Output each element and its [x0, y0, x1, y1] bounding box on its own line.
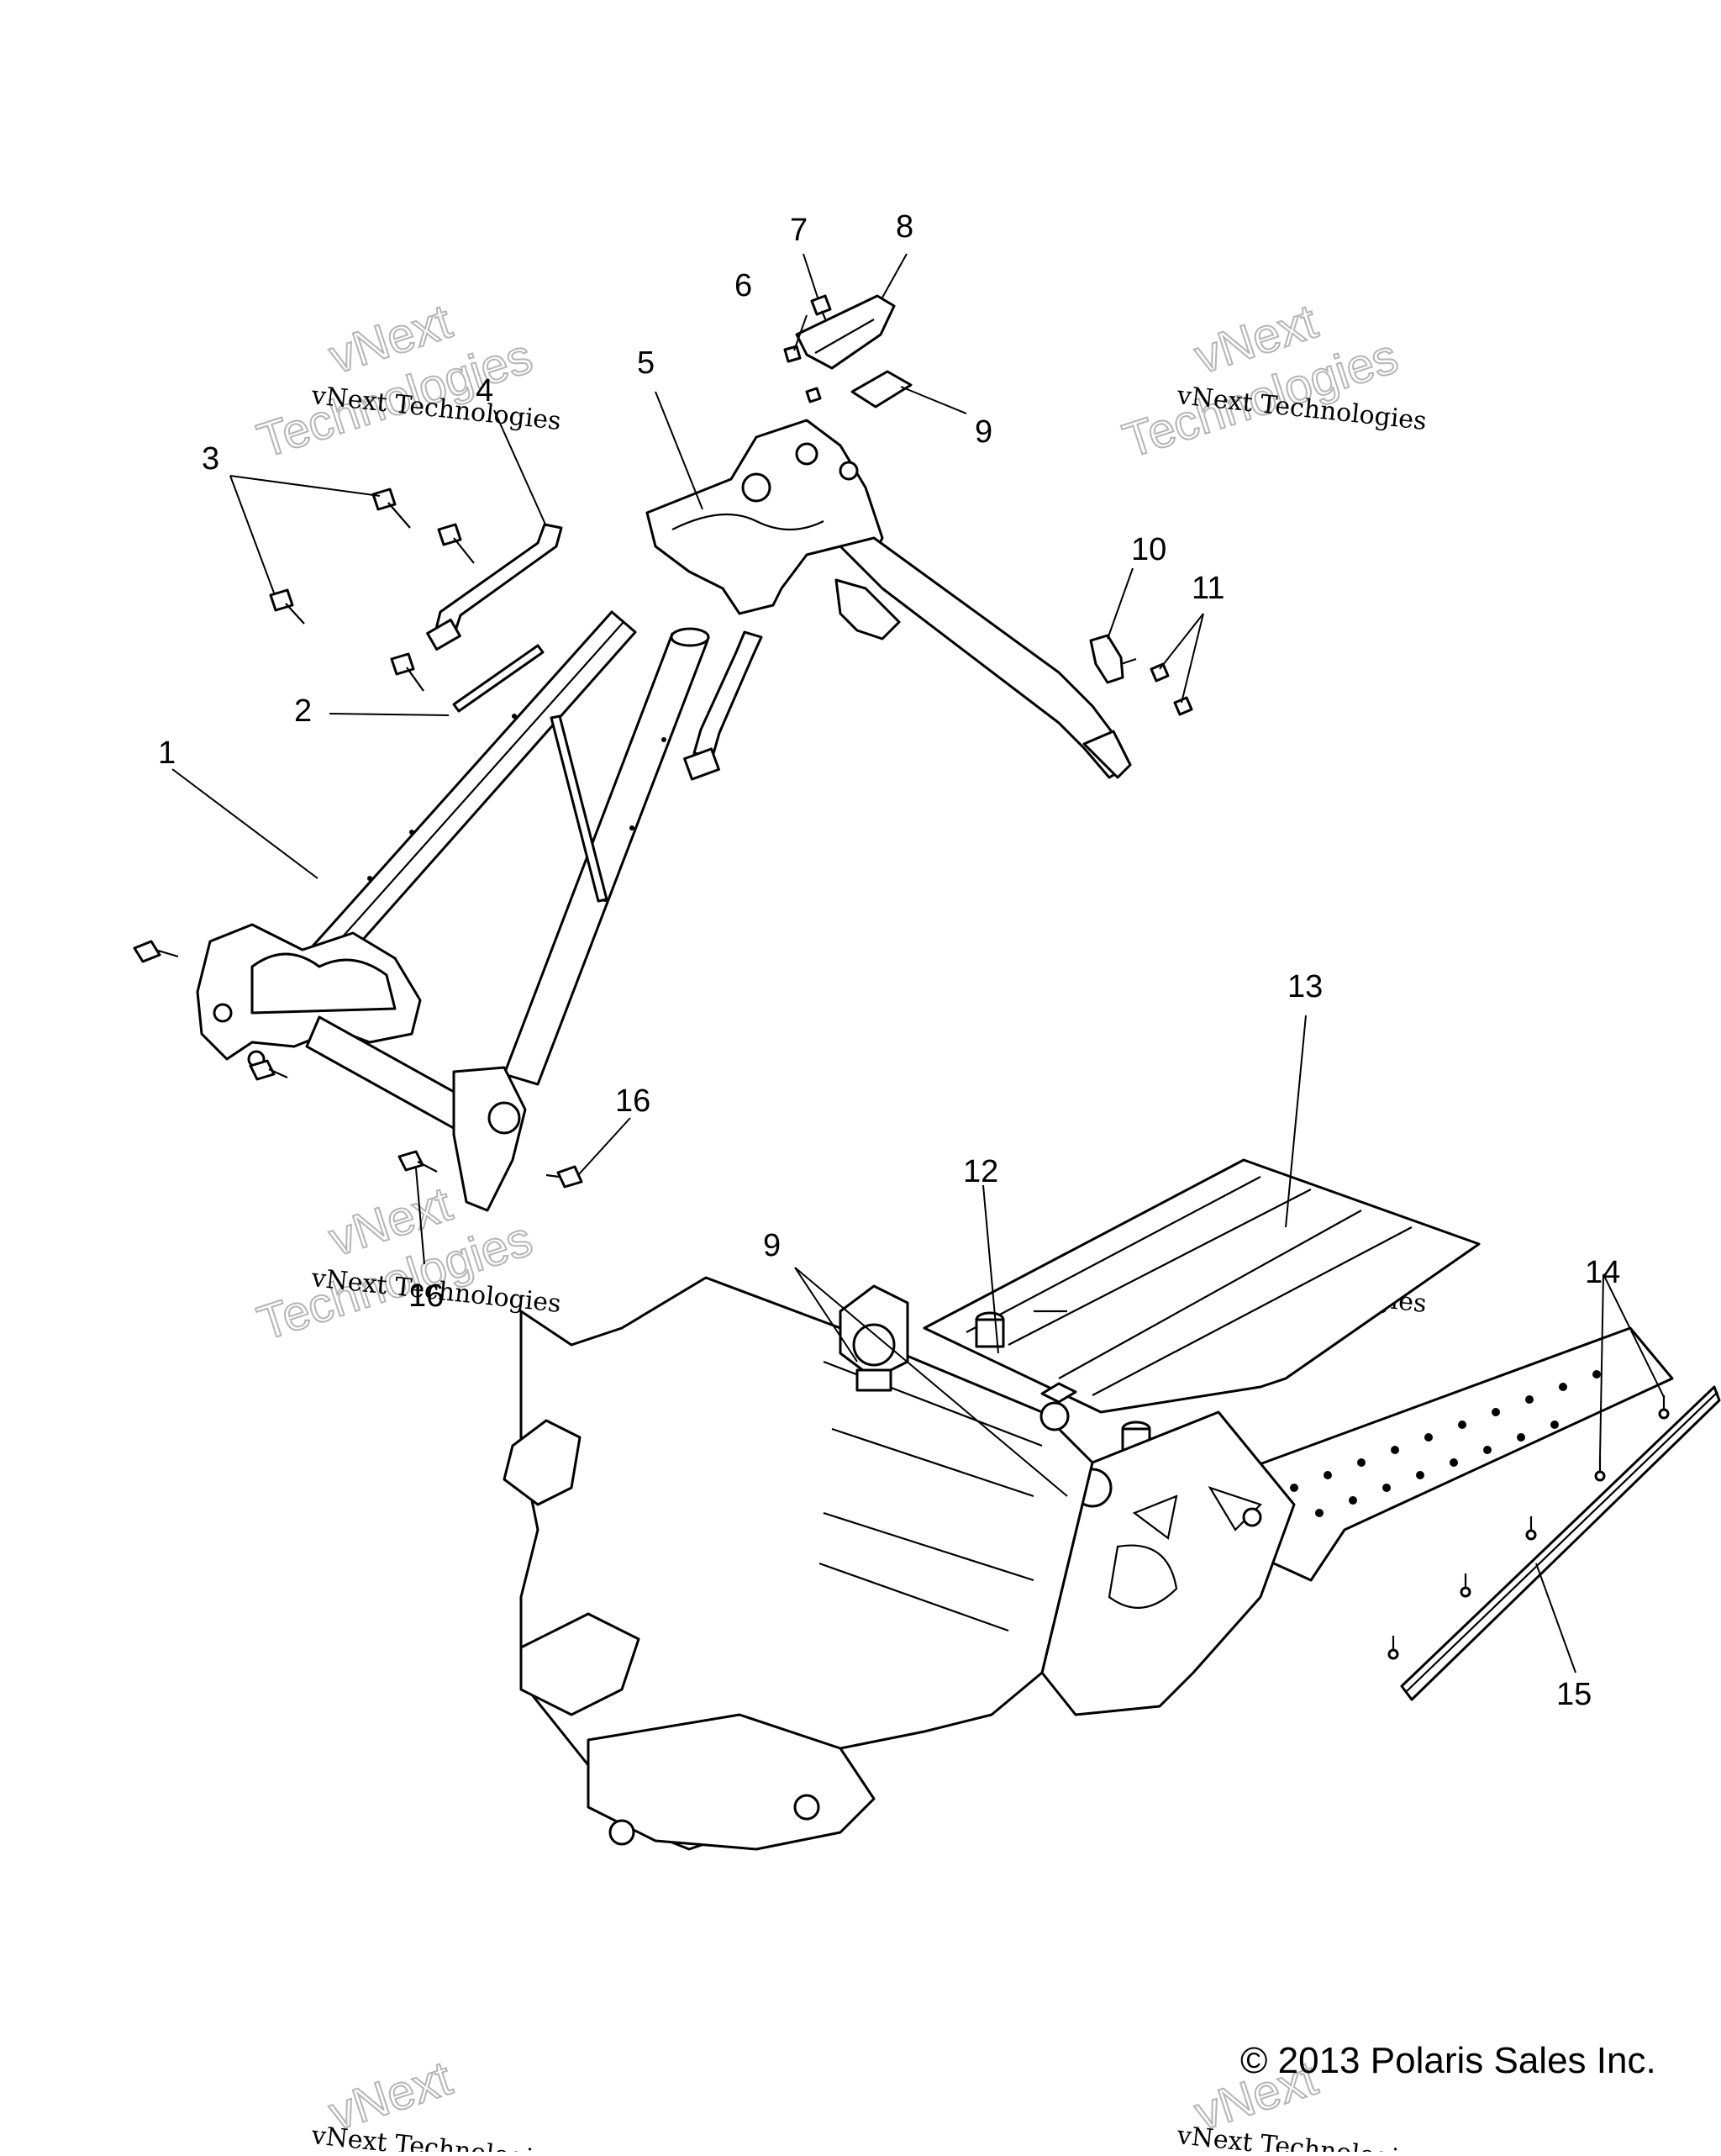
callout-12: 12 [963, 1154, 998, 1189]
screw-14e [1387, 1636, 1399, 1660]
callout-10: 10 [1131, 532, 1166, 567]
screw-14a [1658, 1395, 1670, 1420]
bolt-left-bottom [249, 1059, 288, 1081]
callout-14: 14 [1585, 1255, 1620, 1290]
part-11-nuts [1150, 662, 1193, 716]
part-4-tie-rod-links [426, 523, 763, 781]
part-5-upper-assembly [645, 419, 1132, 779]
screw-14d [1460, 1574, 1471, 1598]
copyright-notice: © 2013 Polaris Sales Inc. [1240, 2040, 1656, 2081]
callout-7: 7 [790, 213, 808, 248]
callout-5: 5 [637, 345, 655, 381]
part-15-rail [1400, 1385, 1721, 1701]
part-small-nut-top [805, 387, 822, 403]
callout-13: 13 [1287, 969, 1323, 1004]
part-16-bolt-upper [545, 1165, 583, 1189]
callout-8: 8 [896, 209, 913, 245]
callout-15: 15 [1556, 1677, 1592, 1712]
svg-text:vNext Technologies: vNext Technologies [1175, 2121, 1428, 2152]
watermark-top-left: vNext Technologies vNext Technologies [250, 293, 562, 470]
part-rear-tube [503, 627, 710, 1086]
bolt-left-top [133, 940, 179, 963]
callout-16-upper: 16 [615, 1083, 650, 1119]
callout-11: 11 [1192, 571, 1224, 606]
part-9-pad-top [850, 370, 913, 409]
screw-14c [1525, 1516, 1537, 1541]
part-2-strips [452, 644, 608, 903]
watermark-middle-left: vNext Technologies vNext Technologies [250, 1176, 562, 1352]
part-10-clip [1089, 634, 1137, 684]
part-3-bolts [269, 488, 475, 692]
watermark-bottom-left: vNext vNext Technologies [309, 2050, 562, 2156]
callout-2: 2 [294, 693, 312, 729]
part-16-bolt-lower [397, 1150, 438, 1173]
part-8-bracket [795, 294, 896, 370]
part-6-nut [783, 345, 802, 363]
chassis-assembly [503, 1158, 1674, 1851]
svg-text:vNext Technologies: vNext Technologies [309, 2121, 562, 2152]
leader-lines [171, 253, 1665, 1674]
callout-9-top: 9 [975, 414, 992, 450]
callout-1: 1 [158, 735, 176, 771]
running-board-holes [1290, 1370, 1601, 1517]
callout-3: 3 [202, 441, 219, 477]
watermark-top-right: vNext Technologies vNext Technologies [1116, 293, 1428, 470]
callout-6: 6 [734, 268, 752, 303]
callout-4: 4 [476, 373, 493, 409]
screw-14b [1594, 1458, 1606, 1482]
callout-9-chassis: 9 [763, 1228, 781, 1263]
lower-cross-member [196, 923, 527, 1212]
callout-labels: 1 2 3 4 5 6 7 8 9 10 11 12 13 14 15 16 1… [158, 209, 1620, 1712]
part-14-screws [1387, 1395, 1670, 1660]
callout-16-lower: 16 [408, 1278, 444, 1314]
